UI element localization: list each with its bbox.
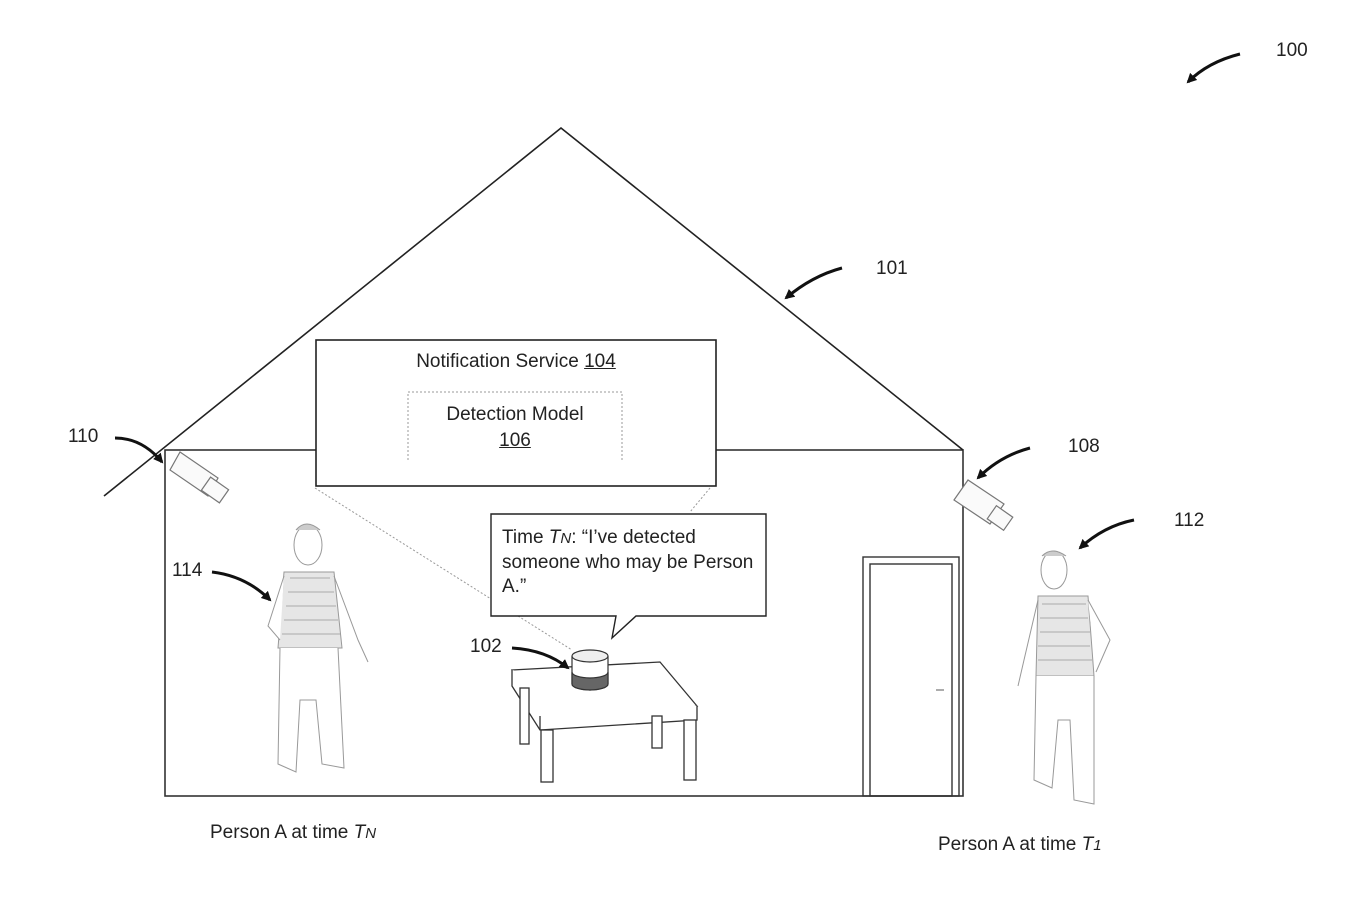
bubble-prefix: Time <box>502 527 549 548</box>
person-outside-figure <box>1017 550 1111 805</box>
house-roof <box>103 126 964 497</box>
caption-right-prefix: Person A at time <box>938 834 1082 855</box>
caption-left-prefix: Person A at time <box>210 822 354 843</box>
ref-104: 104 <box>584 351 616 372</box>
sight-line-right <box>689 487 711 513</box>
notification-service-title: Notification Service <box>416 351 579 372</box>
detection-model-box <box>407 391 623 463</box>
camera-left <box>169 451 230 504</box>
arrow-110 <box>114 436 164 464</box>
smart-speaker-device <box>571 649 609 691</box>
ref-108: 108 <box>1068 436 1100 457</box>
bubble-message: : “I’ve detected someone who may be Pers… <box>502 527 754 597</box>
arrow-100 <box>1186 52 1241 84</box>
ref-102: 102 <box>470 636 502 657</box>
speech-bubble <box>490 513 767 640</box>
ref-110: 110 <box>68 426 99 447</box>
detection-model-title: Detection Model <box>446 404 584 425</box>
caption-right-sub: 1 <box>1093 837 1102 854</box>
ref-112: 112 <box>1174 510 1205 531</box>
door <box>862 556 960 797</box>
caption-right-var: T <box>1081 834 1094 855</box>
arrow-108 <box>976 446 1031 480</box>
caption-left-sub: N <box>365 825 377 842</box>
sight-line-left <box>314 487 573 651</box>
person-inside-figure <box>267 523 369 773</box>
detection-model-label: Detection Model 106 <box>408 402 622 454</box>
ref-114: 114 <box>172 560 203 581</box>
arrow-101 <box>784 266 843 300</box>
caption-person-outside: Person A at time T1 <box>938 834 1102 857</box>
camera-right <box>953 479 1014 532</box>
bubble-time-sub: N <box>560 530 572 547</box>
notification-service-label: Notification Service 104 <box>316 350 716 374</box>
bubble-time-var: T <box>548 527 561 548</box>
caption-left-var: T <box>353 822 366 843</box>
arrow-114 <box>211 570 272 602</box>
arrow-102 <box>511 646 570 670</box>
speech-bubble-text: Time TN: “I’ve detected someone who may … <box>502 526 762 599</box>
ref-101: 101 <box>876 258 908 279</box>
ref-100: 100 <box>1276 40 1308 61</box>
arrow-112 <box>1078 518 1135 550</box>
table <box>510 661 699 783</box>
ref-106: 106 <box>499 430 531 451</box>
caption-person-inside: Person A at time TN <box>210 822 376 845</box>
